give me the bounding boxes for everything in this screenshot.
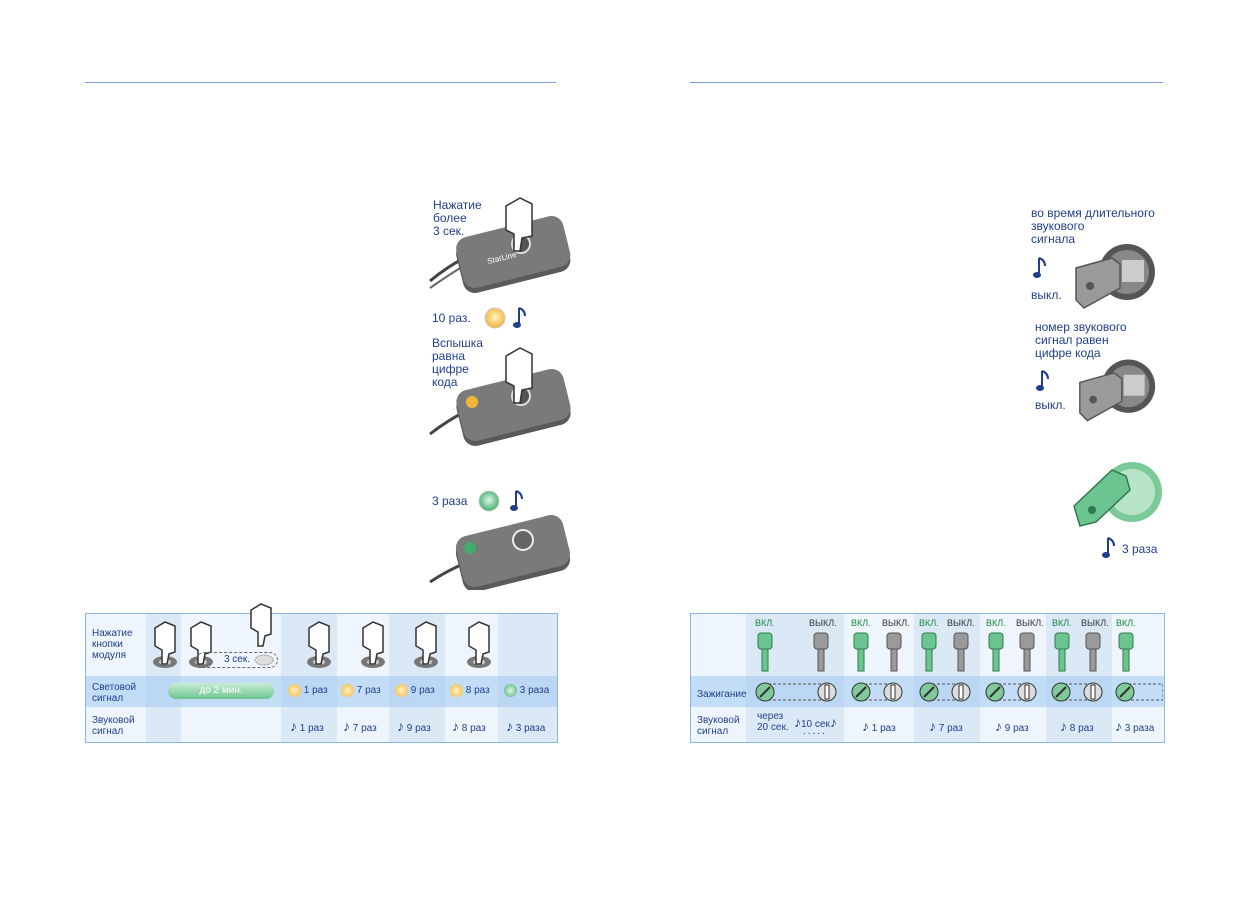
key-on-icon	[853, 632, 869, 672]
light-cell: 9 раз	[395, 684, 435, 697]
key-state-label: ВКЛ.	[755, 618, 775, 628]
press-hand-icon	[361, 621, 385, 668]
hold-timer-label: 3 сек.	[196, 652, 278, 668]
ignition-transition-icon	[919, 682, 971, 702]
key-state-label: ВКЛ.	[986, 618, 1006, 628]
sound-cell: ♪ 8 раз	[1060, 718, 1094, 734]
during-instruction: во время длительного звукового сигнала	[1031, 206, 1155, 246]
sound-cell: ♪ 1 раз	[862, 718, 896, 734]
green-led-icon	[478, 490, 500, 512]
release-hand-icon	[250, 603, 272, 647]
key-on-icon	[1118, 632, 1134, 672]
flash-count: 10 раз.	[432, 311, 471, 325]
music-note-icon	[1036, 370, 1049, 391]
key-off-icon	[813, 632, 829, 672]
ignition-key-off-icon	[1075, 244, 1155, 309]
sound-row-label: Звуковой сигнал	[697, 715, 740, 737]
ignition-row-label: Зажигание	[697, 689, 747, 700]
long-sound-cell: ♪10 сек♪	[794, 714, 837, 730]
sound-cell: ♪ 3 раза	[506, 718, 546, 734]
sound-cell: ♪ 8 раз	[452, 718, 486, 734]
light-cell: 8 раз	[450, 684, 490, 697]
sound-cell: ♪ 3 раза	[1115, 718, 1155, 734]
key-state-label: ВЫКЛ.	[882, 618, 910, 628]
key-off-icon	[1085, 632, 1101, 672]
top-rule-left	[85, 82, 556, 83]
key-state-label: ВЫКЛ.	[947, 618, 975, 628]
music-note-icon	[1033, 257, 1046, 278]
confirm-count: 3 раза	[432, 494, 468, 508]
off-label: выкл.	[1031, 288, 1062, 302]
ignition-transition-icon	[985, 682, 1037, 702]
ignition-on-icon	[1115, 682, 1163, 702]
key-on-icon	[988, 632, 1004, 672]
key-state-label: ВКЛ.	[1052, 618, 1072, 628]
confirm-sound-count: 3 раза	[1122, 542, 1158, 556]
key-state-label: ВЫКЛ.	[1016, 618, 1044, 628]
press-hand-icon	[414, 621, 438, 668]
sound-cell: ♪ 7 раз	[343, 718, 377, 734]
sound-cell: ♪ 7 раз	[929, 718, 963, 734]
amber-led-icon	[484, 307, 506, 329]
key-off-icon	[1019, 632, 1035, 672]
flash-instruction: Вспышка равна цифре кода	[432, 336, 483, 389]
key-off-icon	[953, 632, 969, 672]
key-state-label: ВКЛ.	[919, 618, 939, 628]
music-note-icon	[1102, 537, 1115, 558]
press-hand-icon	[467, 621, 491, 668]
light-cell: 7 раз	[341, 684, 381, 697]
key-state-label: ВЫКЛ.	[1081, 618, 1109, 628]
ignition-transition-icon	[1051, 682, 1103, 702]
code-instruction: номер звукового сигнал равен цифре кода	[1035, 320, 1127, 360]
ignition-key-on-icon	[1073, 462, 1162, 527]
press-instruction: Нажатие более 3 сек.	[433, 198, 482, 238]
light-signal-row	[86, 676, 557, 707]
long-light-bar: до 2 мин.	[168, 683, 274, 699]
module-flash-illustration	[429, 347, 571, 446]
top-rule-right	[690, 82, 1163, 83]
ignition-transition-icon	[851, 682, 903, 702]
ignition-transition-icon	[755, 682, 837, 702]
module-confirm-illustration	[429, 515, 571, 590]
music-note-icon	[513, 307, 526, 328]
key-state-label: ВЫКЛ.	[809, 618, 837, 628]
key-off-icon	[886, 632, 902, 672]
delay-label: через 20 сек.	[757, 711, 789, 733]
key-state-label: ВКЛ.	[1116, 618, 1136, 628]
light-cell: 3 раза	[504, 684, 549, 697]
key-on-icon	[921, 632, 937, 672]
press-hand-icon	[307, 621, 331, 668]
sound-cell: ♪ 9 раз	[397, 718, 431, 734]
ignition-key-off-icon	[1079, 359, 1156, 422]
music-note-icon	[510, 490, 523, 511]
light-cell: 1 раз	[288, 684, 328, 697]
sound-cell: ♪ 1 раз	[290, 718, 324, 734]
key-state-label: ВКЛ.	[851, 618, 871, 628]
sound-cell: ♪ 9 раз	[995, 718, 1029, 734]
module-press-illustration: StarLine	[429, 197, 571, 293]
off-label: выкл.	[1035, 398, 1066, 412]
key-on-icon	[1054, 632, 1070, 672]
right-ignition-table: Зажигание Звуковой сигнал ВКЛ. ВЫКЛ. ВКЛ…	[690, 613, 1165, 743]
ghost-button-icon	[254, 654, 274, 666]
press-hand-icon	[153, 621, 177, 668]
key-on-icon	[757, 632, 773, 672]
sound-dots: .....	[803, 726, 827, 737]
